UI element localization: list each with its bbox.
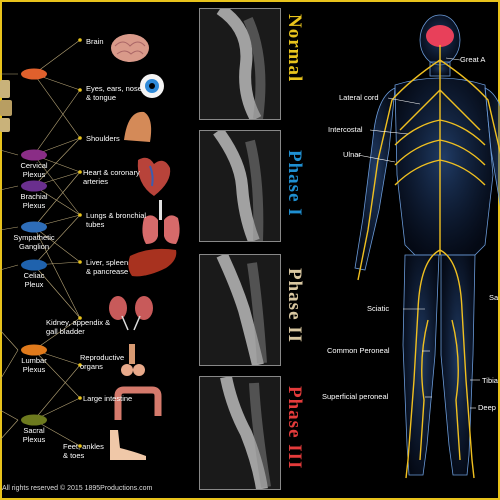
plexus-label-cervical: Cervical Plexus: [20, 161, 48, 179]
plexus-oval-sacral: [21, 414, 47, 426]
plexus-oval-celiac: [21, 259, 47, 271]
organ-label-heart: Heart & coronary arteries: [83, 168, 140, 186]
plexus-oval-sympathetic: [21, 221, 47, 233]
body-label-superficial-peroneal: Superficial peroneal: [322, 392, 389, 401]
foot-icon: [110, 430, 146, 460]
liver-icon: [128, 248, 177, 277]
organ-label-feet: Feet, ankles & toes: [63, 442, 104, 460]
xray-normal: [199, 8, 281, 120]
eye-icon: [140, 74, 164, 98]
plexus-label-celiac: Celiac Pleux: [23, 271, 45, 289]
plexus-label-brachial: Brachial Plexus: [20, 192, 48, 210]
body-label-great-a: Great A: [460, 55, 486, 64]
xray-phase-2: [199, 254, 281, 366]
shoulder-icon: [124, 111, 152, 142]
kidney-icon: [109, 296, 153, 331]
copyright-text: All rights reserved © 2015 1895Productio…: [2, 485, 153, 492]
phase-title-normal: Normal: [284, 14, 305, 83]
heart-icon: [137, 157, 171, 196]
body-label-ulnar: Ulnar: [343, 150, 361, 159]
plexus-label-sympathetic: Sympathetic Ganglion: [13, 233, 55, 251]
body-label-lateral-cord: Lateral cord: [339, 93, 379, 102]
spine-sliver: [0, 80, 12, 132]
brain-icon: [111, 34, 149, 62]
body-label-tibia: Tibia: [482, 376, 498, 385]
large-intestine-icon: [114, 386, 162, 420]
organ-label-large-intestine: Large intestine: [83, 394, 133, 403]
phase-title-1: Phase I: [284, 150, 305, 217]
plexus-oval-cervical: [21, 149, 47, 161]
plexus-label-lumbar: Lumbar Plexus: [21, 356, 47, 374]
xray-phase-3: [199, 376, 281, 490]
label-leaders: [357, 57, 480, 409]
body-label-sa: Sa: [489, 293, 499, 302]
plexus-oval-lumbar: [21, 344, 47, 356]
body-label-common-peroneal: Common Peroneal: [327, 346, 390, 355]
organ-label-shoulders: Shoulders: [86, 134, 120, 143]
plexus-oval-brachial: [21, 180, 47, 192]
organ-label-liver: Liver, spleen & pancrease: [86, 258, 129, 276]
body-label-intercostal: Intercostal: [328, 125, 363, 134]
organ-label-reproductive: Reproductive organs: [80, 353, 125, 371]
organ-label-lungs: Lungs & bronchial tubes: [86, 211, 147, 229]
organ-label-eyes: Eyes, ears, nose & tongue: [86, 84, 142, 102]
plexus-label-sacral: Sacral Plexus: [22, 426, 46, 444]
phase-title-3: Phase III: [284, 386, 305, 470]
xray-phase-1: [199, 130, 281, 242]
organ-label-kidney: Kidney, appendix & gall bladder: [46, 318, 111, 336]
nerve-lines: [357, 45, 500, 479]
body-label-deep: Deep: [478, 403, 496, 412]
brain-glow-icon: [426, 25, 454, 47]
reproductive-organs-icon: [121, 344, 145, 376]
body-label-sciatic: Sciatic: [367, 304, 390, 313]
phase-title-2: Phase II: [284, 268, 305, 344]
plexus-oval-top: [21, 68, 47, 80]
lungs-icon: [142, 200, 180, 244]
organ-label-brain: Brain: [86, 37, 104, 46]
